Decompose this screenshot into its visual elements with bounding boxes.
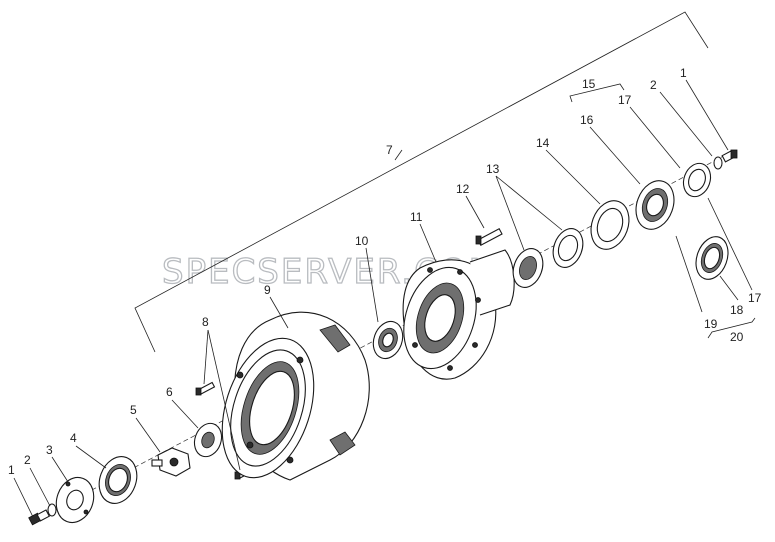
- washer-part-2-left: [47, 503, 57, 517]
- label-part-9: 9: [264, 283, 271, 297]
- label-part-2-left: 2: [24, 453, 31, 467]
- bearing-part-10: [372, 320, 404, 360]
- hub-part-11: [402, 249, 515, 380]
- bearing-part-13: [512, 228, 584, 288]
- bracket-20: [707, 317, 756, 339]
- label-part-7: 7: [386, 143, 393, 157]
- cover-part-3: [55, 476, 95, 524]
- seal-housing-part-16: [635, 180, 675, 230]
- label-part-4: 4: [70, 431, 77, 445]
- nut-part-5: [151, 447, 191, 477]
- label-part-11: 11: [410, 210, 423, 224]
- washer-part-2-right: [713, 156, 723, 170]
- bolt-part-1-right: [721, 149, 738, 163]
- bracket-15: [569, 83, 625, 103]
- label-part-1-right: 1: [680, 66, 687, 80]
- washer-part-6: [193, 422, 223, 458]
- label-part-13: 13: [486, 162, 500, 176]
- label-part-3: 3: [46, 443, 53, 457]
- label-part-5: 5: [130, 403, 137, 417]
- brake-drum-part-9: [221, 311, 370, 481]
- label-part-19: 19: [704, 317, 718, 331]
- label-part-10: 10: [355, 234, 369, 248]
- label-part-14: 14: [536, 136, 550, 150]
- stud-part-12: [475, 227, 503, 247]
- callout-labels: 1 2 3 4 5 6 7 8 9 10 11 12 13 14 15 16 1…: [8, 66, 762, 477]
- bolt-part-1-left: [28, 509, 51, 526]
- label-part-16: 16: [580, 113, 594, 127]
- label-part-17-bottom: 17: [748, 291, 762, 305]
- seal-part-17: [682, 162, 712, 198]
- gasket-part-4: [98, 456, 138, 504]
- label-part-1-left: 1: [8, 463, 15, 477]
- leader-lines: [13, 79, 753, 518]
- label-part-17-top: 17: [618, 93, 632, 107]
- label-part-20: 20: [730, 330, 744, 344]
- label-part-18: 18: [730, 303, 744, 317]
- label-part-6: 6: [166, 385, 173, 399]
- label-part-12: 12: [456, 182, 470, 196]
- label-part-8: 8: [202, 315, 209, 329]
- label-part-2-right: 2: [650, 78, 657, 92]
- spring-ring-part-18: [695, 236, 729, 280]
- bracket-7: [134, 11, 709, 353]
- label-part-15: 15: [582, 77, 596, 91]
- ring-part-14: [590, 200, 630, 250]
